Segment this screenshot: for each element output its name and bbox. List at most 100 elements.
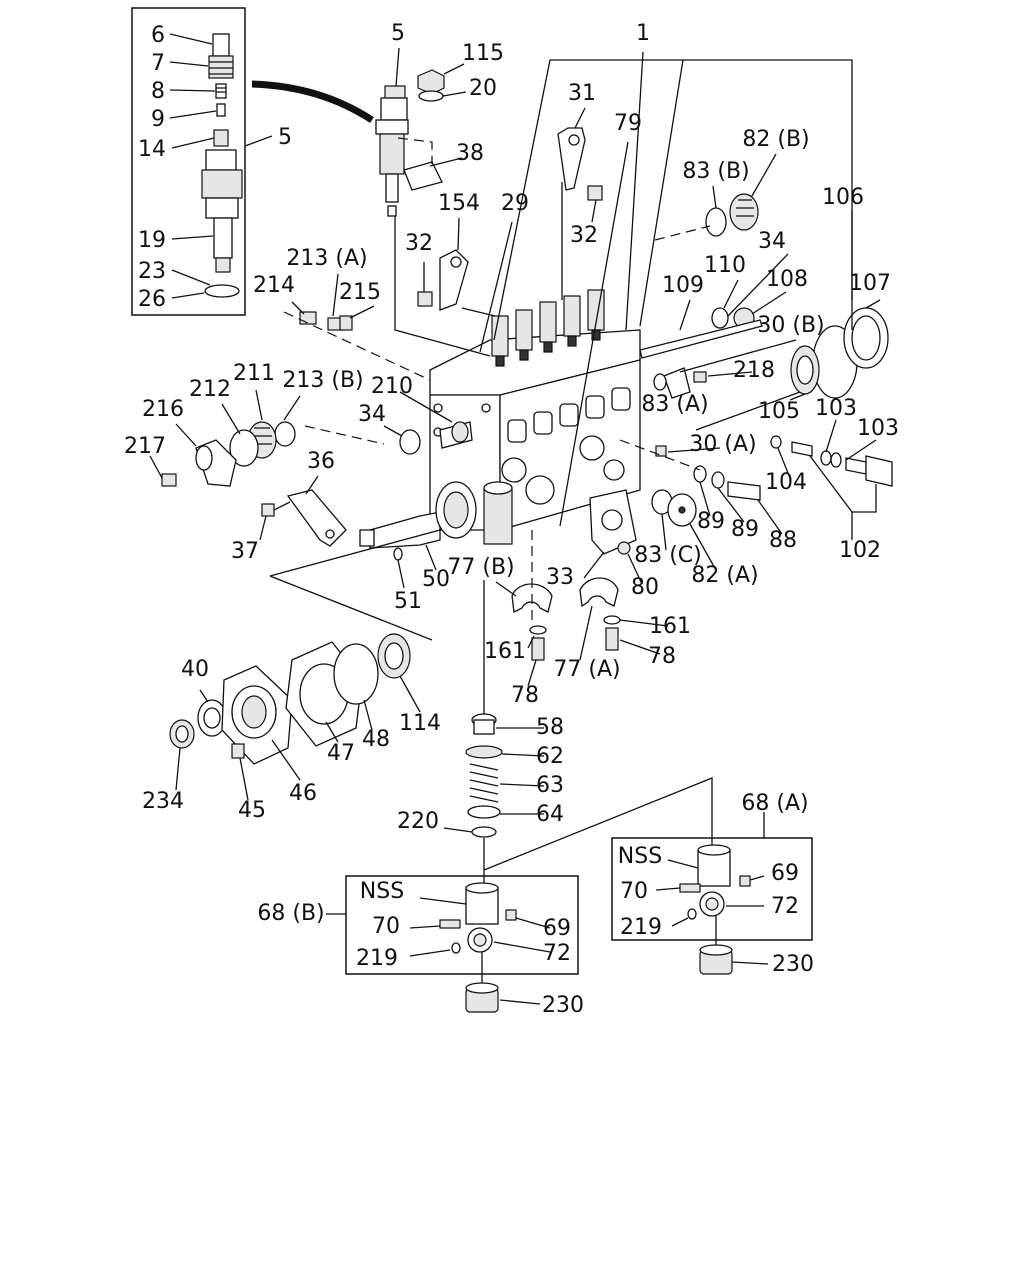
callout-c-1: 1 <box>636 21 650 46</box>
callout-c-19: 19 <box>138 228 166 253</box>
callout-c-45: 45 <box>238 798 266 823</box>
callout-c-72b: 72 <box>543 941 571 966</box>
tappet-68b <box>326 875 579 1013</box>
callout-c-33: 33 <box>546 565 574 590</box>
callout-c-102: 102 <box>839 538 881 563</box>
callout-c-212: 212 <box>189 377 231 402</box>
callout-c-220: 220 <box>397 809 439 834</box>
callout-c-89b: 89 <box>731 517 759 542</box>
callout-c-161a: 161 <box>649 614 691 639</box>
pump-housing <box>359 289 641 555</box>
callout-c-213b: 213 (B) <box>282 368 363 393</box>
callout-c-218: 218 <box>733 358 775 383</box>
delivery-valve-inset <box>131 7 273 316</box>
callout-c-219b: 219 <box>356 946 398 971</box>
callout-c-219a: 219 <box>620 915 662 940</box>
callout-c-23: 23 <box>138 259 166 284</box>
callout-c-51: 51 <box>394 589 422 614</box>
callout-c-34b: 34 <box>358 402 386 427</box>
callout-c-230b: 230 <box>542 993 584 1018</box>
left-side-parts <box>149 389 473 589</box>
callout-c-62: 62 <box>536 744 564 769</box>
callout-c-58: 58 <box>536 715 564 740</box>
callout-c-103b: 103 <box>857 416 899 441</box>
callout-c-38: 38 <box>456 141 484 166</box>
callout-c-213a: 213 (A) <box>286 246 367 271</box>
callout-c-72a: 72 <box>771 894 799 919</box>
plunger-spring-stack <box>443 580 545 886</box>
callout-c-63: 63 <box>536 773 564 798</box>
drive-end-parts <box>169 633 421 801</box>
callout-c-20: 20 <box>469 76 497 101</box>
callout-c-216: 216 <box>142 397 184 422</box>
callout-c-40: 40 <box>181 657 209 682</box>
callout-c-77b: 77 (B) <box>447 555 514 580</box>
callout-c-26: 26 <box>138 287 166 312</box>
callout-c-14: 14 <box>138 137 166 162</box>
callout-c-32b: 32 <box>405 231 433 256</box>
callout-c-109: 109 <box>662 273 704 298</box>
callout-c-70a: 70 <box>620 879 648 904</box>
callout-c-77a: 77 (A) <box>553 657 620 682</box>
callout-c-161b: 161 <box>484 639 526 664</box>
callout-c-nss-a: NSS <box>618 844 662 869</box>
callout-c-108: 108 <box>766 267 808 292</box>
callout-c-31: 31 <box>568 81 596 106</box>
callout-c-nss-b: NSS <box>360 879 404 904</box>
callout-c-8: 8 <box>151 79 165 104</box>
callout-c-69b: 69 <box>543 916 571 941</box>
callout-c-214: 214 <box>253 273 295 298</box>
right-side-parts <box>639 153 889 431</box>
callout-c-9: 9 <box>151 107 165 132</box>
callout-c-211: 211 <box>233 361 275 386</box>
callout-c-215: 215 <box>339 280 381 305</box>
callout-c-105: 105 <box>758 399 800 424</box>
callout-c-234: 234 <box>142 789 184 814</box>
callout-c-37: 37 <box>231 539 259 564</box>
callout-c-50: 50 <box>422 567 450 592</box>
callout-c-29: 29 <box>501 191 529 216</box>
callout-c-80: 80 <box>631 575 659 600</box>
callout-c-104: 104 <box>765 470 807 495</box>
callout-c-69a: 69 <box>771 861 799 886</box>
callout-c-64: 64 <box>536 802 564 827</box>
callout-c-89a: 89 <box>697 509 725 534</box>
callout-c-78b: 78 <box>511 683 539 708</box>
callout-c-110: 110 <box>704 253 746 278</box>
callout-c-30a: 30 (A) <box>689 432 756 457</box>
callout-c-5b: 5 <box>391 21 405 46</box>
callout-c-88: 88 <box>769 528 797 553</box>
callout-c-78a: 78 <box>648 644 676 669</box>
callout-c-46: 46 <box>289 781 317 806</box>
callout-c-115: 115 <box>462 41 504 66</box>
callout-c-83b: 83 (B) <box>682 159 749 184</box>
callout-c-36: 36 <box>307 449 335 474</box>
callout-c-154: 154 <box>438 191 480 216</box>
callout-c-83a: 83 (A) <box>641 392 708 417</box>
callout-c-7: 7 <box>151 51 165 76</box>
callout-c-34a: 34 <box>758 229 786 254</box>
callout-c-82b: 82 (B) <box>742 127 809 152</box>
callout-c-68a: 68 (A) <box>741 791 808 816</box>
callout-c-68b: 68 (B) <box>257 901 324 926</box>
callout-c-32a: 32 <box>570 223 598 248</box>
callout-c-6: 6 <box>151 23 165 48</box>
callout-c-47: 47 <box>327 741 355 766</box>
callout-c-48: 48 <box>362 727 390 752</box>
callout-c-83c: 83 (C) <box>634 543 702 568</box>
callout-c-79: 79 <box>614 111 642 136</box>
callout-c-106: 106 <box>822 185 864 210</box>
callout-c-82a: 82 (A) <box>691 563 758 588</box>
delivery-valve-holder <box>375 47 467 217</box>
callout-c-230a: 230 <box>772 952 814 977</box>
tappet-68a <box>611 812 813 975</box>
callout-c-5a: 5 <box>278 125 292 150</box>
callout-c-70b: 70 <box>372 914 400 939</box>
callout-c-103a: 103 <box>815 396 857 421</box>
callout-c-217: 217 <box>124 434 166 459</box>
callout-c-210: 210 <box>371 374 413 399</box>
callout-c-107: 107 <box>849 271 891 296</box>
callout-c-30b: 30 (B) <box>757 313 824 338</box>
